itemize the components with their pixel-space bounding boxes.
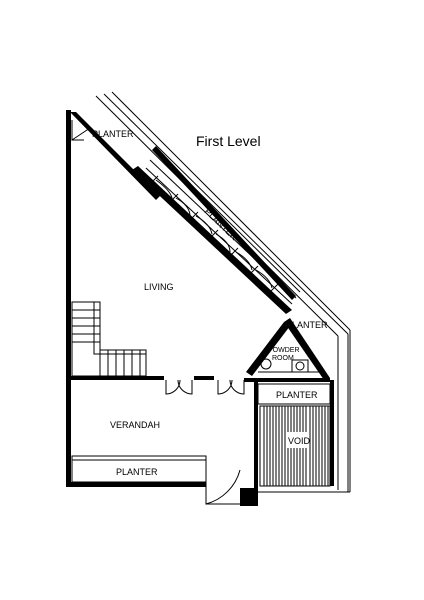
living-doors	[165, 379, 245, 395]
planter-top-label: PLANTER	[92, 129, 134, 139]
powder-room-label-1: POWDER	[268, 347, 300, 354]
planter-mid-label: PLANTER	[276, 390, 318, 400]
plan-title: First Level	[196, 133, 261, 149]
powder-room-label-2: ROOM	[272, 355, 294, 362]
planter-mid-area	[257, 383, 331, 405]
planter-bottom-label: PLANTER	[116, 467, 158, 477]
powder-room	[258, 358, 320, 373]
exterior-walls	[66, 110, 334, 506]
living-label: LIVING	[144, 282, 174, 292]
void-label: VOID	[288, 436, 311, 446]
planter-right-label: PLANTER	[286, 320, 328, 330]
planter-top-area	[71, 120, 91, 141]
void-area	[259, 405, 331, 487]
entry-door	[205, 456, 241, 505]
verandah-label: VERANDAH	[110, 420, 160, 430]
stair	[71, 301, 147, 377]
site-boundary	[95, 91, 351, 493]
planter-diagonal-area	[137, 153, 301, 309]
